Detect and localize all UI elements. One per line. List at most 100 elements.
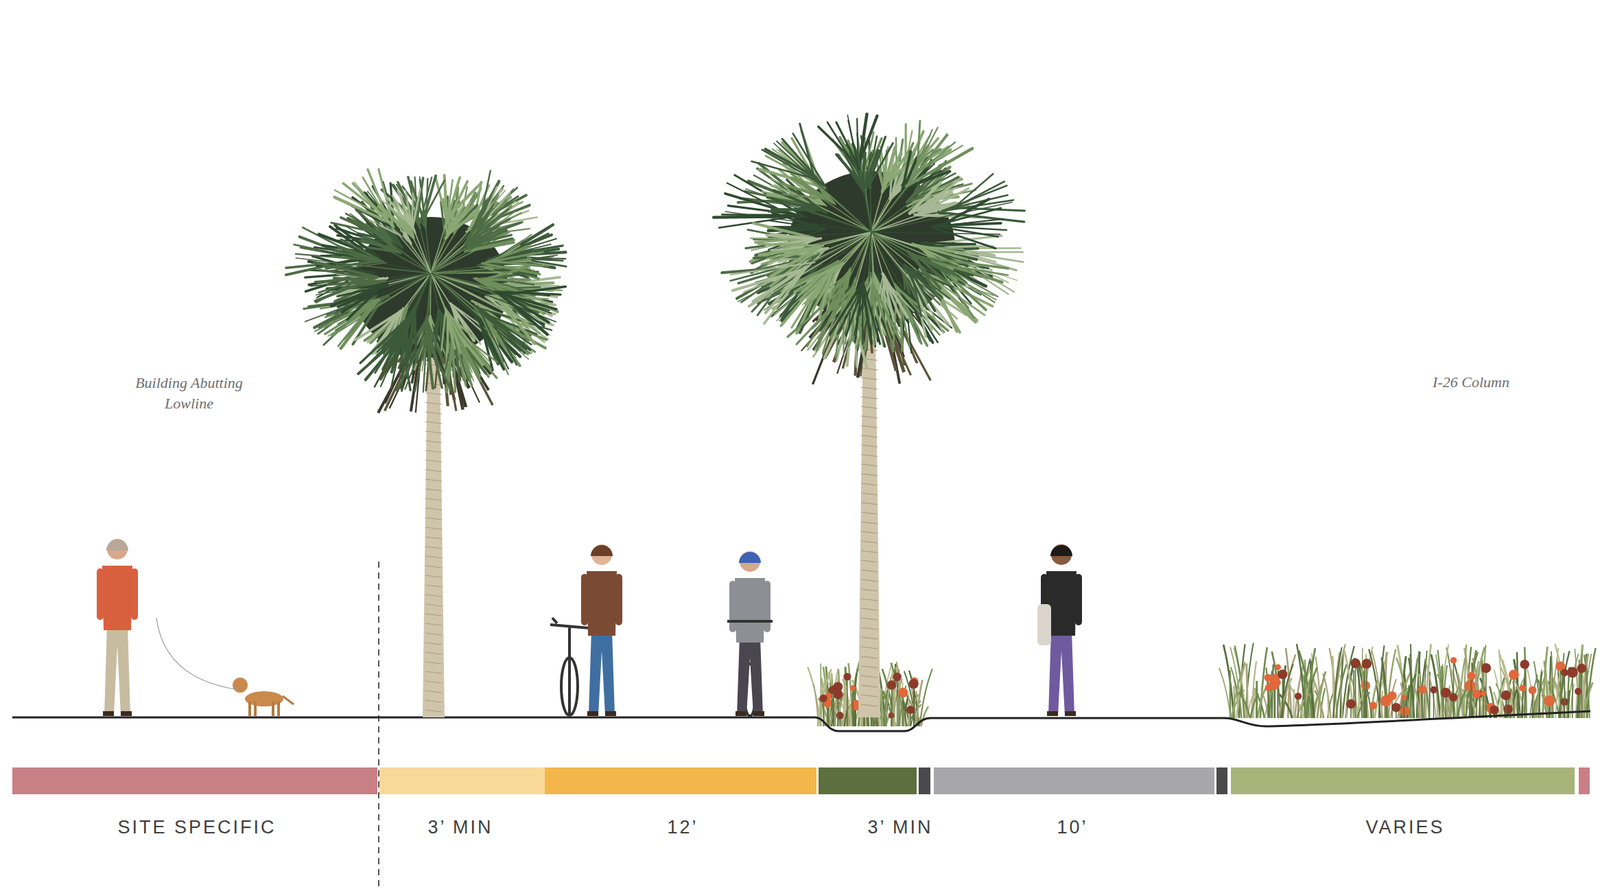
grass-blade: [1408, 657, 1415, 718]
grass-blade: [1431, 653, 1441, 718]
palm-tree: [713, 113, 1025, 717]
grass-blade: [1232, 661, 1246, 718]
flower: [909, 678, 919, 689]
shoe: [753, 710, 765, 716]
grass-blade: [1538, 671, 1542, 718]
flower-stem: [1479, 693, 1481, 718]
dog: [232, 677, 294, 716]
leaflet: [948, 222, 1002, 226]
arm: [131, 568, 138, 620]
flower: [1466, 671, 1476, 680]
planting: [1219, 642, 1596, 718]
flower: [1560, 668, 1569, 676]
grass-blade: [1524, 646, 1527, 718]
trunk-ring: [425, 392, 442, 395]
leaflet: [863, 150, 879, 188]
trunk-ring: [425, 642, 442, 645]
leaflet: [340, 239, 383, 262]
flower: [1464, 679, 1476, 691]
leaflet: [862, 284, 872, 343]
grass-blade: [1559, 650, 1570, 718]
flower-stem: [1355, 662, 1357, 718]
flower-stem: [1471, 675, 1473, 718]
flower-stem: [1433, 689, 1435, 718]
leaflet: [910, 270, 921, 317]
dimension-bar: [918, 767, 931, 794]
grass-blade: [1370, 679, 1378, 718]
leaflet: [424, 180, 445, 218]
leaflet: [405, 190, 412, 223]
trunk-ring: [861, 703, 878, 707]
trunk-ring: [425, 603, 442, 606]
dimension-bar: [379, 767, 545, 794]
leash: [156, 617, 241, 690]
trunk-ring: [425, 421, 442, 424]
trunk-ring: [425, 546, 442, 549]
frond-stem: [773, 142, 872, 232]
flower: [1503, 703, 1513, 714]
flower-stem: [896, 676, 899, 726]
hair: [590, 544, 613, 556]
frond-stem: [430, 214, 505, 274]
trunk-ring: [425, 651, 442, 654]
flower: [1450, 656, 1457, 663]
torso: [102, 565, 133, 630]
hair: [106, 539, 129, 551]
block-label: Building Abutting Lowline: [118, 372, 260, 414]
trunk-ring: [425, 517, 442, 520]
frond-stem: [430, 273, 529, 360]
property-line: [378, 561, 380, 888]
trunk-ring: [425, 699, 442, 702]
grass-blade: [1357, 692, 1370, 718]
legs: [588, 629, 615, 715]
trunk-ring: [425, 613, 442, 616]
trunk-ring: [861, 694, 878, 697]
trunk-ring: [861, 531, 878, 534]
flower-stem: [831, 689, 833, 726]
flower: [1268, 678, 1280, 690]
flower: [1401, 694, 1407, 700]
leaflet: [483, 267, 528, 280]
flower: [1449, 692, 1458, 701]
shoe: [120, 710, 132, 716]
trunk-ring: [425, 507, 442, 510]
arm: [615, 573, 623, 626]
trunk-ring: [861, 521, 878, 524]
leaflet: [486, 277, 530, 281]
leaflet: [465, 222, 522, 243]
head: [739, 550, 761, 572]
grass-blade: [1379, 644, 1385, 718]
dimension-label: 12’: [666, 816, 698, 838]
grass-blade: [1457, 687, 1467, 718]
grass-blade: [1583, 681, 1593, 718]
flower-stem: [1564, 672, 1566, 718]
shoe: [1046, 710, 1058, 716]
legs: [736, 636, 763, 715]
flower: [1429, 686, 1437, 693]
grass-blade: [884, 689, 888, 726]
trunk-ring: [425, 594, 442, 597]
trunk-ring: [861, 636, 878, 639]
flower: [1567, 666, 1579, 678]
trunk-ring: [861, 684, 878, 687]
leaflet: [933, 244, 976, 246]
leaflet: [800, 123, 815, 177]
grass-blade: [884, 669, 894, 726]
trunk-ring: [861, 454, 878, 457]
flower: [843, 672, 851, 680]
trunk-ring: [861, 425, 878, 428]
flower: [1577, 663, 1587, 674]
hair: [738, 551, 761, 563]
grass-blade: [1414, 687, 1420, 718]
trunk-ring: [425, 469, 442, 472]
grass-blade: [1293, 688, 1294, 718]
grass-blade: [1287, 685, 1290, 718]
grass-blade: [1530, 674, 1538, 718]
trunk-ring: [425, 622, 442, 626]
trunk-ring: [861, 655, 878, 658]
block-fill: [12, 278, 337, 717]
trunk-ring: [425, 450, 442, 453]
leaflet: [415, 332, 428, 392]
trunk-ring: [861, 646, 878, 649]
grass-blade: [1449, 691, 1461, 718]
